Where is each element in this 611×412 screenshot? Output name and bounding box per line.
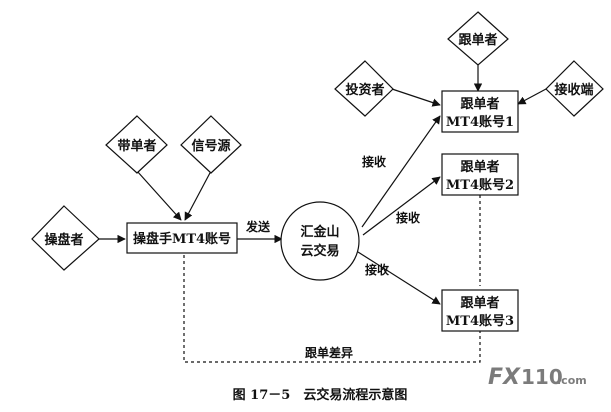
edge-platform-to-account3 — [357, 251, 441, 305]
trader-label: 操盘者 — [44, 232, 83, 248]
watermark-brand: FX — [488, 365, 521, 390]
account2-label-line2: MT4账号2 — [446, 178, 514, 193]
signal-source-label: 信号源 — [191, 138, 230, 154]
edge-platform-to-account2 — [362, 176, 441, 236]
edge-receiver-to-account1 — [517, 88, 547, 105]
watermark-suffix: .com — [557, 374, 587, 387]
investor-label: 投资者 — [345, 82, 384, 98]
receiver-label: 接收端 — [554, 82, 593, 98]
receiver-diamond — [545, 60, 604, 117]
signal-source-diamond — [180, 115, 242, 174]
edge-platform-to-account1 — [361, 115, 441, 228]
trader-account-box — [126, 222, 238, 254]
watermark-number: 110 — [521, 365, 563, 389]
account3-label-line2: MT4账号3 — [446, 314, 514, 329]
receive1-label: 接收 — [362, 154, 386, 169]
account3-box — [441, 289, 519, 332]
account1-box — [441, 90, 519, 133]
cloud-platform-circle — [280, 201, 360, 281]
edges — [99, 59, 547, 363]
account2-box — [441, 153, 519, 196]
edge-signal-source-to-account — [184, 170, 212, 221]
account1-label-line1: 跟单者 — [460, 96, 499, 112]
fx110-watermark: FX 110 .com — [488, 365, 587, 390]
edge-signal-provider-to-account — [136, 170, 182, 221]
edge-labels: 发送 接收 接收 接收 跟单差异 — [245, 154, 420, 360]
receive3-label: 接收 — [365, 262, 389, 277]
account1-label-line2: MT4账号1 — [446, 115, 514, 130]
nodes — [31, 11, 604, 332]
difference-label: 跟单差异 — [305, 345, 353, 360]
send-label: 发送 — [245, 219, 271, 234]
figure-caption: 图 17－5 云交易流程示意图 — [233, 387, 408, 403]
follower-diamond — [447, 11, 509, 66]
node-labels: 操盘者 带单者 信号源 操盘手MT4账号 汇金山 云交易 投资者 跟单者 接收端… — [44, 32, 593, 329]
account2-label-line1: 跟单者 — [460, 159, 499, 175]
follower-label: 跟单者 — [458, 32, 497, 48]
investor-diamond — [334, 60, 394, 117]
edge-difference-dashed — [183, 255, 481, 363]
trader-diamond — [31, 205, 100, 271]
receive2-label: 接收 — [396, 210, 420, 225]
signal-provider-diamond — [105, 115, 168, 174]
signal-provider-label: 带单者 — [117, 138, 156, 154]
edge-investor-to-account1 — [391, 88, 441, 107]
trader-account-label: 操盘手MT4账号 — [133, 231, 231, 247]
account3-label-line1: 跟单者 — [460, 295, 499, 311]
cloud-platform-label-line2: 云交易 — [300, 243, 339, 259]
cloud-platform-label-line1: 汇金山 — [300, 224, 339, 240]
